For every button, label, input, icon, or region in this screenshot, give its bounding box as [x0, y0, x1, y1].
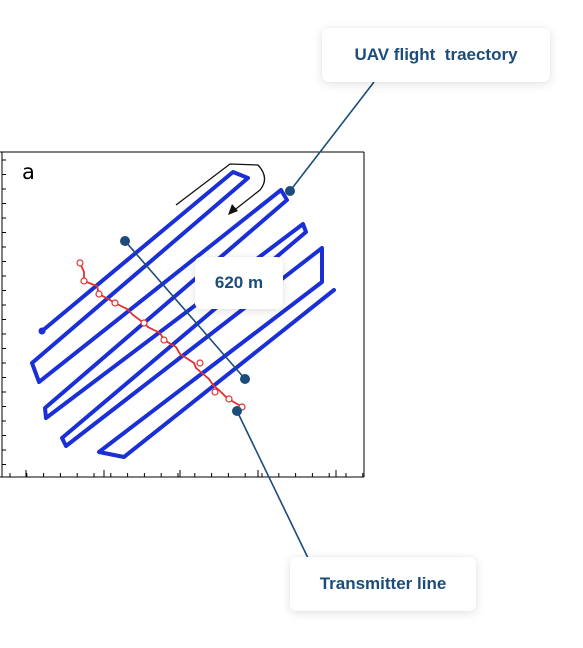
leader-distance	[124, 240, 246, 380]
electrode-marker	[160, 336, 168, 344]
electrode-marker	[211, 388, 219, 396]
transmitter-electrodes	[76, 259, 246, 411]
electrode-marker	[196, 359, 204, 367]
arrow-head-icon	[228, 204, 238, 215]
electrode-marker	[80, 277, 88, 285]
leader-dot-distance-start	[120, 236, 130, 246]
callout-distance: 620 m	[195, 257, 283, 309]
leader-dot-uav	[285, 186, 295, 196]
electrode-marker	[95, 290, 103, 298]
electrode-marker	[140, 319, 148, 327]
electrode-marker	[76, 259, 84, 267]
leader-uav	[289, 81, 375, 192]
leader-dot-transmitter	[232, 406, 242, 416]
axis-ticks	[2, 159, 364, 477]
electrode-marker	[225, 395, 233, 403]
direction-arrow	[175, 163, 266, 213]
leader-lines	[120, 81, 375, 559]
electrode-marker	[111, 299, 119, 307]
uav-flight-path	[30, 170, 336, 459]
leader-dot-distance-end	[240, 374, 250, 384]
path-start-marker	[38, 327, 46, 335]
callout-uav-trajectory: UAV flight traectory	[322, 28, 550, 82]
panel-label: a	[22, 160, 35, 184]
leader-transmitter	[236, 410, 309, 559]
callout-transmitter-line: Transmitter line	[290, 557, 476, 611]
